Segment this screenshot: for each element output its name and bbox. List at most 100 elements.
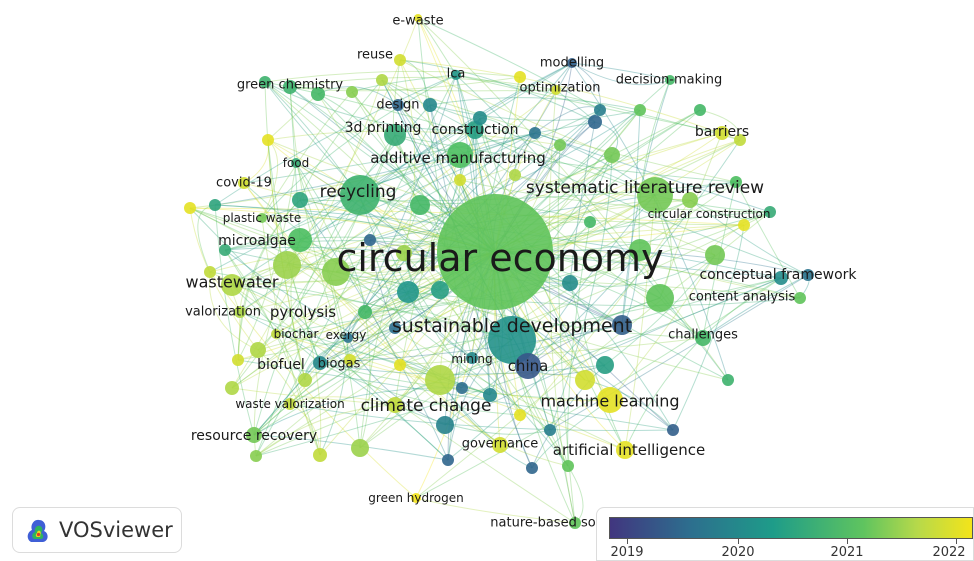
keyword-node[interactable] [597, 387, 623, 413]
keyword-node[interactable] [423, 98, 437, 112]
keyword-node[interactable] [387, 397, 403, 413]
keyword-label-climate-change[interactable]: climate change [361, 396, 492, 416]
keyword-label-modelling[interactable]: modelling [540, 56, 604, 71]
keyword-node[interactable] [612, 315, 632, 335]
keyword-label-pyrolysis[interactable]: pyrolysis [270, 303, 336, 321]
keyword-node[interactable] [514, 409, 526, 421]
keyword-label-machine-learning[interactable]: machine learning [540, 392, 679, 411]
keyword-label-wastewater[interactable]: wastewater [186, 273, 279, 292]
keyword-label-decision-making[interactable]: decision-making [616, 73, 723, 88]
keyword-node[interactable] [483, 388, 497, 402]
keyword-label-food[interactable]: food [283, 156, 310, 170]
keyword-node[interactable] [184, 202, 196, 214]
keyword-node[interactable] [629, 239, 651, 261]
keyword-node[interactable] [259, 76, 271, 88]
keyword-node[interactable] [682, 192, 698, 208]
keyword-node[interactable] [526, 462, 538, 474]
keyword-node[interactable] [250, 450, 262, 462]
keyword-node[interactable] [292, 192, 308, 208]
keyword-node[interactable] [466, 352, 478, 364]
keyword-node[interactable] [562, 275, 578, 291]
keyword-label-mining[interactable]: mining [451, 352, 492, 366]
keyword-label-reuse[interactable]: reuse [357, 48, 393, 63]
keyword-node[interactable] [667, 424, 679, 436]
keyword-label-biofuel[interactable]: biofuel [257, 357, 305, 373]
keyword-node[interactable] [802, 269, 814, 281]
keyword-node[interactable] [225, 381, 239, 395]
keyword-node[interactable] [384, 124, 406, 146]
keyword-node[interactable] [454, 174, 466, 186]
keyword-node[interactable] [456, 382, 468, 394]
keyword-node[interactable] [774, 271, 788, 285]
keyword-node[interactable] [764, 206, 776, 218]
keyword-node[interactable] [705, 245, 725, 265]
keyword-label-e-waste[interactable]: e-waste [392, 14, 443, 29]
keyword-node[interactable] [596, 356, 614, 374]
keyword-node[interactable] [634, 104, 646, 116]
keyword-node[interactable] [313, 356, 327, 370]
keyword-node[interactable] [473, 111, 487, 125]
keyword-node[interactable] [509, 169, 521, 181]
keyword-node[interactable] [594, 104, 606, 116]
keyword-label-challenges[interactable]: challenges [668, 328, 738, 343]
keyword-label-design[interactable]: design [376, 98, 419, 113]
keyword-node[interactable] [246, 427, 262, 443]
keyword-label-circular-construction[interactable]: circular construction [648, 207, 771, 221]
keyword-node[interactable] [394, 359, 406, 371]
keyword-label-green-hydrogen[interactable]: green hydrogen [368, 491, 463, 505]
keyword-node[interactable] [447, 142, 473, 168]
keyword-node[interactable] [234, 306, 246, 318]
keyword-node[interactable] [358, 305, 372, 319]
keyword-node[interactable] [313, 448, 327, 462]
keyword-node[interactable] [529, 127, 541, 139]
keyword-node[interactable] [271, 329, 281, 339]
keyword-node[interactable] [322, 258, 350, 286]
keyword-label-systematic-literature-review[interactable]: systematic literature review [526, 178, 764, 198]
keyword-node[interactable] [442, 454, 454, 466]
keyword-node[interactable] [425, 365, 455, 395]
keyword-node[interactable] [616, 441, 634, 459]
keyword-node[interactable] [392, 99, 404, 111]
keyword-node[interactable] [376, 74, 388, 86]
keyword-label-covid-19[interactable]: covid-19 [216, 176, 272, 191]
keyword-label-valorization[interactable]: valorization [185, 305, 261, 320]
keyword-node[interactable] [340, 175, 380, 215]
keyword-node[interactable] [397, 281, 419, 303]
keyword-node[interactable] [232, 354, 244, 366]
keyword-label-plastic-waste[interactable]: plastic waste [223, 211, 302, 225]
keyword-label-artificial-intelligence[interactable]: artificial intelligence [553, 441, 705, 459]
keyword-label-microalgae[interactable]: microalgae [218, 233, 296, 249]
keyword-node[interactable] [431, 281, 449, 299]
keyword-node[interactable] [575, 370, 595, 390]
keyword-node[interactable] [451, 70, 461, 80]
keyword-node[interactable] [730, 176, 742, 188]
keyword-node[interactable] [722, 374, 734, 386]
keyword-node[interactable] [311, 87, 325, 101]
keyword-label-resource-recovery[interactable]: resource recovery [191, 428, 317, 444]
keyword-node[interactable] [351, 439, 369, 457]
keyword-label-lca[interactable]: lca [447, 67, 466, 82]
keyword-node[interactable] [257, 213, 267, 223]
keyword-label-conceptual-framework[interactable]: conceptual framework [699, 267, 857, 283]
keyword-node[interactable] [204, 266, 216, 278]
keyword-node[interactable] [346, 86, 358, 98]
keyword-label-construction[interactable]: construction [431, 122, 518, 138]
keyword-node[interactable] [569, 517, 581, 529]
keyword-node[interactable] [588, 115, 602, 129]
keyword-label-exergy[interactable]: exergy [326, 328, 367, 342]
keyword-node[interactable] [291, 158, 301, 168]
keyword-node[interactable] [715, 126, 729, 140]
keyword-node[interactable] [604, 147, 620, 163]
keyword-node[interactable] [646, 284, 674, 312]
keyword-node[interactable] [298, 373, 312, 387]
keyword-node[interactable] [283, 80, 297, 94]
keyword-label-biogas[interactable]: biogas [318, 357, 361, 372]
keyword-label-recycling[interactable]: recycling [320, 182, 397, 202]
keyword-node[interactable] [343, 333, 353, 343]
keyword-node[interactable] [515, 353, 541, 379]
keyword-node[interactable] [734, 134, 746, 146]
keyword-node[interactable] [466, 121, 484, 139]
keyword-node[interactable] [637, 177, 673, 213]
keyword-node[interactable] [396, 245, 412, 261]
keyword-label-green-chemistry[interactable]: green chemistry [237, 78, 344, 93]
